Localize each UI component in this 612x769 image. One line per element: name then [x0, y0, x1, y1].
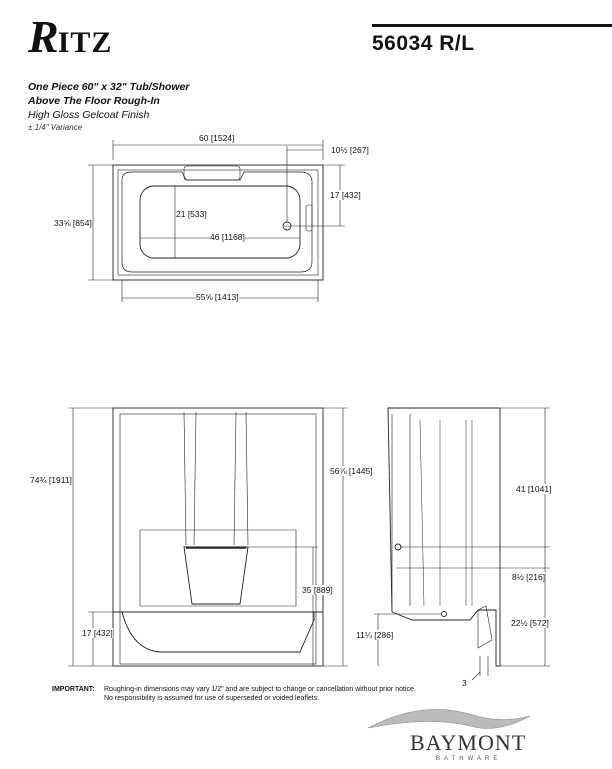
dim-apron-height: 17 [432]: [82, 628, 113, 638]
front-outline: [112, 407, 324, 667]
dim-drain-offset: 10½ [267]: [331, 145, 369, 155]
plan-tub-basin: [139, 185, 301, 259]
dim-side-lower: 22½ [572]: [511, 618, 549, 628]
product-line-2: Above The Floor Rough-In: [28, 95, 160, 107]
dim-drain-depth: 17 [432]: [330, 190, 361, 200]
dim-depth: 33⅝ [854]: [54, 218, 92, 228]
plan-inner-rim: [117, 169, 319, 276]
side-drain: [441, 611, 447, 617]
plan-overflow: [305, 204, 313, 232]
note-line-2: No responsibility is assumed for use of …: [104, 695, 320, 702]
note-line-1: Roughing-in dimensions may vary 1/2" and…: [104, 686, 416, 693]
front-elevation: [112, 407, 324, 667]
dim-side-upper: 41 [1041]: [516, 484, 552, 494]
model-number: 56034 R/L: [372, 32, 475, 55]
ritz-logo: RITZ: [28, 14, 112, 60]
product-line-1: One Piece 60" x 32" Tub/Shower: [28, 81, 190, 93]
product-finish: High Gloss Gelcoat Finish: [28, 109, 150, 121]
model-rule: [372, 24, 612, 27]
dim-seat-height: 35 [889]: [302, 585, 333, 595]
dim-wall-height: 56⅞ [1445]: [330, 466, 373, 476]
baymont-swoosh: [367, 709, 531, 729]
front-grab-channels: [183, 411, 249, 546]
side-outline: [387, 407, 501, 667]
plan-outline: [112, 164, 324, 281]
side-elevation: [387, 407, 501, 667]
dim-bottom-width: 55⅝ [1413]: [196, 292, 239, 302]
plan-tub-rim: [121, 171, 313, 273]
dim-side-valve: 8½ [216]: [512, 572, 546, 582]
variance-note: ± 1/4" Variance: [28, 123, 83, 132]
baymont-brand: BAYMONT: [410, 730, 527, 755]
logo-rest: ITZ: [57, 26, 113, 59]
dim-side-drain: 11¼ [286]: [356, 630, 394, 640]
dim-side-toe: 3: [462, 678, 467, 688]
dim-inner-length: 46 [1168]: [210, 232, 245, 242]
front-grab-bar-recess: [183, 546, 249, 605]
dim-overall-width: 60 [1524]: [199, 133, 235, 143]
front-seat-wall: [139, 529, 297, 607]
front-tub-apron: [121, 611, 315, 653]
plan-soap-dish: [183, 165, 241, 181]
dim-overall-height: 74¾ [1911]: [30, 475, 72, 485]
logo-initial: R: [28, 11, 59, 62]
dim-inner-depth: 21 [533]: [176, 209, 207, 219]
baymont-brand-sub: BATHWARE: [436, 756, 502, 762]
important-label: IMPORTANT:: [52, 686, 95, 693]
plan-view: [112, 164, 324, 281]
